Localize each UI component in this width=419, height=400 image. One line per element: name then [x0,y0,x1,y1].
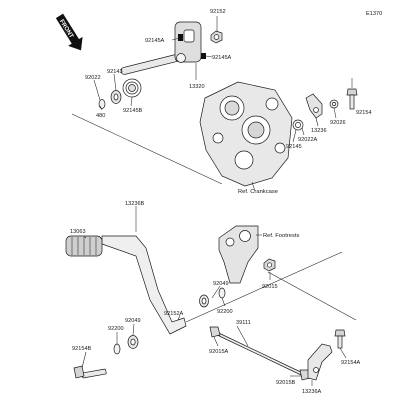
footrest-bracket [218,225,259,284]
label-92015B: 92015B [276,380,296,386]
crankcase-cover [199,81,293,187]
gearshift-shaft-13320 [120,21,206,75]
figure-code: E1370 [366,11,382,17]
label-480: 480 [96,113,105,119]
washer-92200-low [113,343,121,355]
washer-92026 [329,99,339,109]
bolt-92154B [73,365,107,379]
label-13236: 13236 [311,128,327,134]
label-92022: 92022 [85,75,101,81]
front-arrow-icon: FRONT [55,13,83,51]
spring-92145 [292,119,304,131]
label-13063: 13063 [70,229,86,235]
collar-92049-low [127,335,139,349]
label-92152A: 92152A [164,311,184,317]
label-92145B: 92145B [123,108,143,114]
label-92145A-right: 92145A [212,55,232,61]
label-92049-low: 92049 [125,318,141,324]
label-13236A: 13236A [302,389,322,395]
label-92154B: 92154B [72,346,92,352]
label-13320: 13320 [189,84,205,90]
nut-92015 [263,258,276,272]
label-92022A: 92022A [298,137,318,143]
footpeg-rubber-13063 [65,235,103,257]
washer-92022 [98,99,106,109]
bolt-92154A [334,329,346,349]
washer-92200-mid [218,287,226,299]
collar-92143 [110,90,122,104]
label-92015: 92015 [262,284,278,290]
label-13236B: 13236B [125,201,145,207]
bolt-92154-right [346,88,358,110]
label-92143: 92143 [107,69,123,75]
shift-lever-13236A [307,343,333,381]
label-92015A: 92015A [209,349,229,355]
label-92200-mid: 92200 [217,309,233,315]
label-92154A: 92154A [341,360,361,366]
nut-92152-top [210,30,223,44]
label-92026: 92026 [330,120,346,126]
ref-crankcase: Ref. Crankcase [238,189,278,195]
label-92145A-left: 92145A [145,38,165,44]
spring-92145B [122,78,142,98]
shift-pedal-13236B [101,235,187,335]
label-92200-low: 92200 [108,326,124,332]
ref-footrests: Ref. Footrests [263,233,300,239]
label-92049-mid: 92049 [213,281,229,287]
label-92154-right: 92154 [356,110,372,116]
label-39111: 39111 [236,320,251,326]
leader-lines [71,16,357,386]
collar-92049-mid [199,294,209,308]
label-92152-top: 92152 [210,9,226,15]
pawl-13236 [305,93,323,119]
label-92145: 92145 [286,144,302,150]
